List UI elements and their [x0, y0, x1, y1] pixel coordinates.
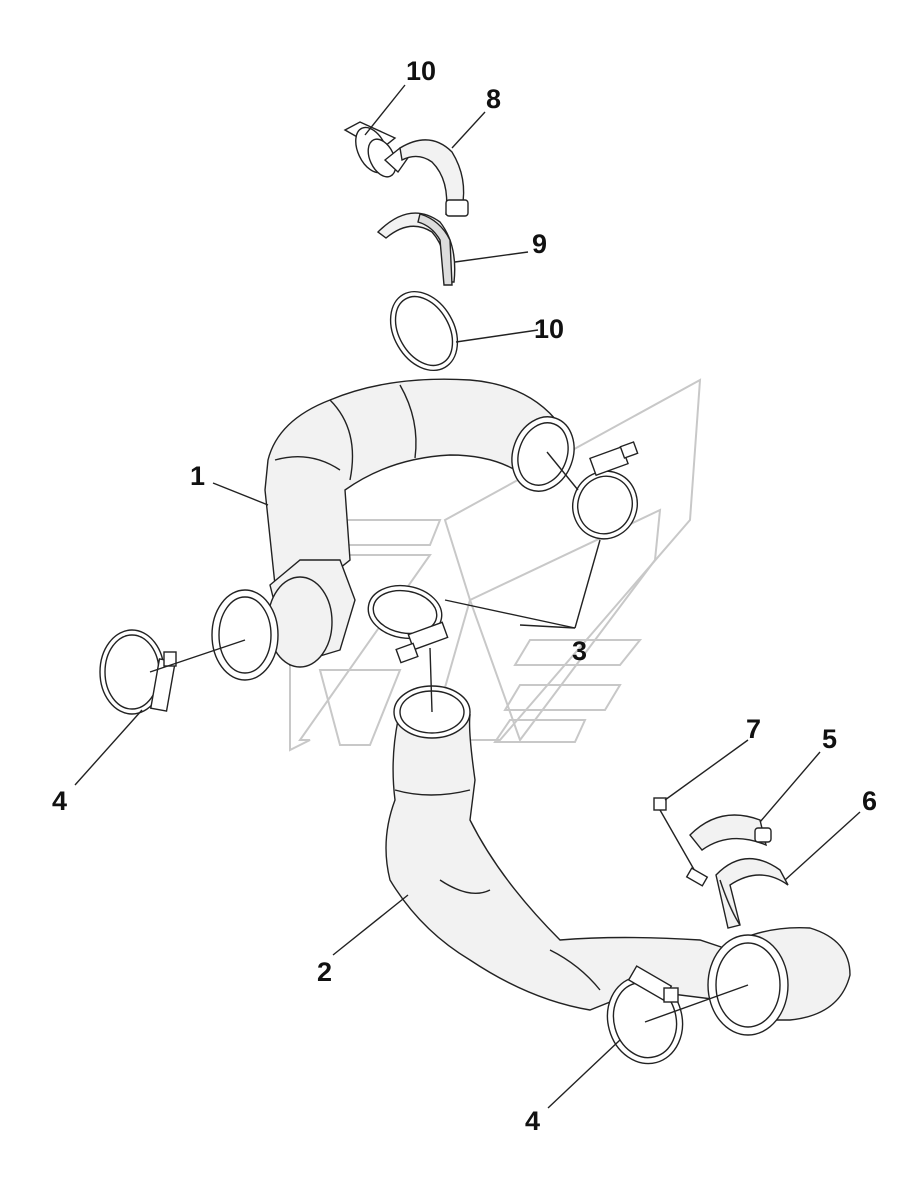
callout-5: 5 [822, 724, 837, 754]
watermark-logo [288, 378, 702, 752]
callout-9: 9 [532, 229, 547, 259]
leader-lines [74, 84, 861, 1109]
worm-clamp-part-4-bottom [606, 965, 684, 1065]
bracket-part-8 [399, 139, 469, 217]
bracket-part-5 [689, 814, 772, 851]
callout-4-bottom: 4 [525, 1106, 540, 1136]
callout-10-top: 10 [406, 56, 436, 86]
callout-6: 6 [862, 786, 877, 816]
worm-clamp-part-4-left [99, 629, 177, 715]
callout-3: 3 [572, 636, 587, 666]
worm-clamp-part-3-right [572, 441, 639, 540]
callout-10-ring: 10 [534, 314, 564, 344]
callout-7: 7 [746, 714, 761, 744]
callout-1: 1 [190, 461, 205, 491]
bracket-part-6 [715, 857, 789, 929]
half-shell-part-9 [376, 212, 456, 286]
worm-clamp-part-3-center [367, 584, 449, 664]
callout-2: 2 [317, 957, 332, 987]
callout-4-left: 4 [52, 786, 67, 816]
hose-part-2 [385, 685, 851, 1036]
callout-labels: 10 8 9 10 1 3 4 7 5 6 2 4 [52, 56, 877, 1136]
callout-8: 8 [486, 84, 501, 114]
bolt-part-7 [653, 797, 709, 887]
hose-part-1 [211, 378, 575, 681]
band-ring-part-10 [389, 290, 459, 372]
